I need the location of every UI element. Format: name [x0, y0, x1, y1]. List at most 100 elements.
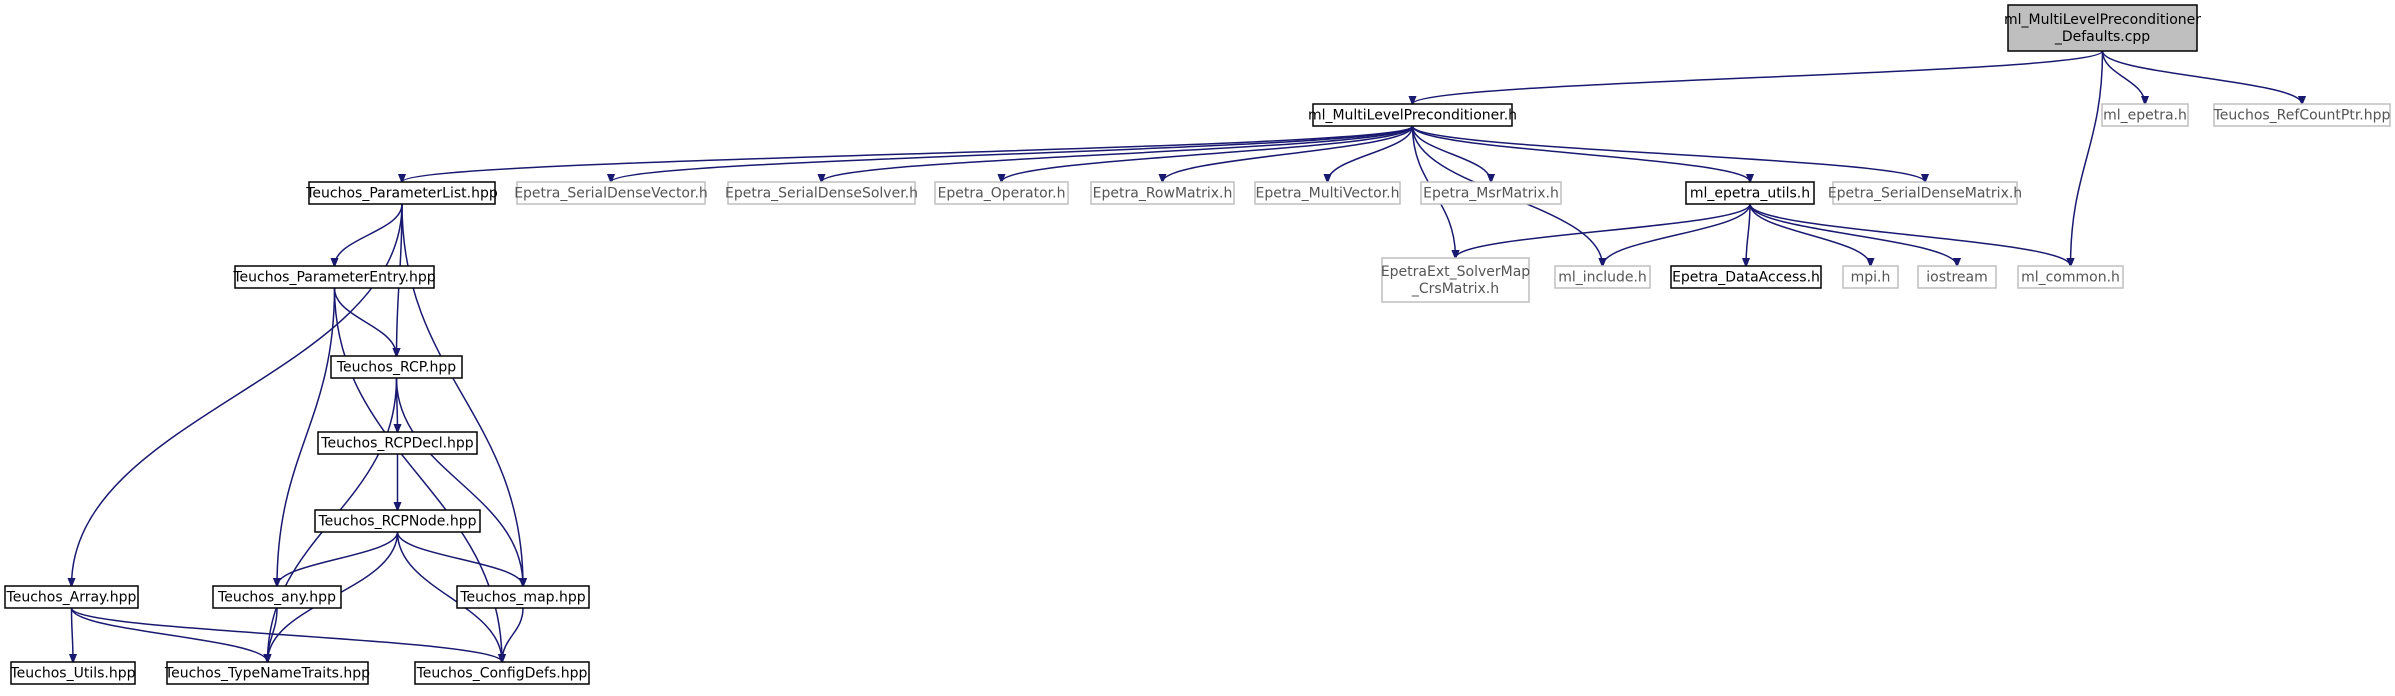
node-rowmatrix[interactable]: Epetra_RowMatrix.h [1090, 181, 1235, 205]
edge-mlp_h-to-paramlist [402, 125, 1414, 182]
node-mpi[interactable]: mpi.h [1842, 265, 1899, 289]
node-sdsolver[interactable]: Epetra_SerialDenseSolver.h [725, 181, 918, 205]
edge-root-to-ml_common [2071, 50, 2104, 266]
node-box [1312, 103, 1513, 127]
node-box [1554, 265, 1651, 289]
edge-epetra_utils-to-mpi [1749, 203, 1871, 266]
node-label: Epetra_SerialDenseSolver.h [725, 186, 918, 202]
node-configdefs[interactable]: Teuchos_ConfigDefs.hpp [414, 661, 590, 685]
node-label: EpetraExt_SolverMap [1381, 264, 1530, 280]
edge-root-to-ml_epetra_h [2101, 50, 2146, 104]
node-box [4, 585, 139, 609]
node-label: Teuchos_RefCountPtr.hpp [2213, 108, 2391, 124]
node-label: Epetra_Operator.h [938, 186, 1066, 202]
node-rcpdecl[interactable]: Teuchos_RCPDecl.hpp [317, 431, 478, 455]
node-label: Teuchos_RCPDecl.hpp [320, 436, 474, 452]
edge-rcp-to-map [395, 377, 524, 586]
node-box [2017, 265, 2124, 289]
node-dataaccess[interactable]: Epetra_DataAccess.h [1670, 265, 1822, 289]
edge-map-to-configdefs [502, 607, 524, 662]
node-label: ml_MultiLevelPreconditioner [2004, 12, 2201, 28]
node-label: Teuchos_RCP.hpp [336, 360, 456, 376]
node-box [330, 355, 463, 379]
node-box [234, 265, 435, 289]
node-box [1420, 181, 1562, 205]
node-solvermap[interactable]: EpetraExt_SolverMap_CrsMatrix.h [1381, 257, 1530, 303]
node-label: Teuchos_ParameterList.hpp [305, 186, 498, 202]
node-label: Teuchos_ConfigDefs.hpp [416, 666, 588, 682]
node-map[interactable]: Teuchos_map.hpp [456, 585, 590, 609]
node-any[interactable]: Teuchos_any.hpp [212, 585, 342, 609]
node-utils[interactable]: Teuchos_Utils.hpp [10, 661, 136, 685]
node-label: Teuchos_RCPNode.hpp [318, 514, 477, 530]
node-ml_include[interactable]: ml_include.h [1554, 265, 1651, 289]
node-label: Teuchos_map.hpp [459, 590, 585, 606]
node-epetra_utils[interactable]: ml_epetra_utils.h [1685, 181, 1815, 205]
node-label: _Defaults.cpp [2054, 29, 2150, 45]
edge-any-to-typenametraits [268, 607, 278, 662]
node-label: ml_include.h [1558, 270, 1647, 286]
edge-paramentry-to-any [277, 287, 336, 586]
node-box [2101, 103, 2189, 127]
node-box [516, 181, 706, 205]
node-label: Teuchos_any.hpp [217, 590, 336, 606]
node-box [2213, 103, 2391, 127]
node-box [1254, 181, 1401, 205]
node-msrmatrix[interactable]: Epetra_MsrMatrix.h [1420, 181, 1562, 205]
node-mlp_h[interactable]: ml_MultiLevelPreconditioner.h [1308, 103, 1517, 127]
edge-root-to-mlp_h [1413, 50, 2104, 104]
node-label: Epetra_MsrMatrix.h [1423, 186, 1559, 202]
edge-epetra_utils-to-ml_common [1749, 203, 2071, 266]
node-label: ml_MultiLevelPreconditioner.h [1308, 108, 1517, 124]
edge-mlp_h-to-multivector [1328, 125, 1414, 182]
node-label: Epetra_RowMatrix.h [1093, 186, 1233, 202]
edge-array-to-configdefs [70, 607, 503, 662]
node-multivector[interactable]: Epetra_MultiVector.h [1254, 181, 1401, 205]
node-box [1917, 265, 1997, 289]
node-label: Teuchos_Array.hpp [6, 590, 137, 606]
node-box [166, 661, 369, 685]
edge-mlp_h-to-msrmatrix [1411, 125, 1492, 182]
edge-mlp_h-to-operator [1002, 125, 1414, 182]
node-label: ml_common.h [2021, 270, 2120, 286]
node-ml_epetra_h[interactable]: ml_epetra.h [2101, 103, 2189, 127]
node-box [727, 181, 916, 205]
node-label: _CrsMatrix.h [1411, 281, 1499, 297]
node-iostream[interactable]: iostream [1917, 265, 1997, 289]
node-operator[interactable]: Epetra_Operator.h [934, 181, 1069, 205]
node-rcpnode[interactable]: Teuchos_RCPNode.hpp [314, 509, 481, 533]
node-box [1090, 181, 1235, 205]
edge-mlp_h-to-sdvector [611, 125, 1414, 182]
node-box [308, 181, 496, 205]
node-rcp[interactable]: Teuchos_RCP.hpp [330, 355, 463, 379]
node-label: Epetra_SerialDenseMatrix.h [1828, 186, 2022, 202]
edge-array-to-typenametraits [70, 607, 268, 662]
edge-rcpnode-to-configdefs [396, 531, 503, 662]
node-sdmatrix[interactable]: Epetra_SerialDenseMatrix.h [1828, 181, 2022, 205]
node-array[interactable]: Teuchos_Array.hpp [4, 585, 139, 609]
node-label: ml_epetra.h [2103, 108, 2187, 124]
node-root[interactable]: ml_MultiLevelPreconditioner_Defaults.cpp [2004, 4, 2201, 52]
node-typenametraits[interactable]: Teuchos_TypeNameTraits.hpp [164, 661, 370, 685]
edge-epetra_utils-to-dataaccess [1746, 203, 1751, 266]
edge-rcpnode-to-map [396, 531, 524, 586]
node-box [1832, 181, 2018, 205]
edge-rcpnode-to-any [277, 531, 399, 586]
node-paramentry[interactable]: Teuchos_ParameterEntry.hpp [232, 265, 436, 289]
node-paramlist[interactable]: Teuchos_ParameterList.hpp [305, 181, 498, 205]
edge-mlp_h-to-sdmatrix [1411, 125, 1926, 182]
edge-mlp_h-to-sdsolver [822, 125, 1414, 182]
node-box [1670, 265, 1822, 289]
node-box [1381, 257, 1530, 303]
edge-epetra_utils-to-solvermap [1456, 203, 1751, 258]
node-label: Epetra_SerialDenseVector.h [514, 186, 708, 202]
node-label: Epetra_MultiVector.h [1255, 186, 1399, 202]
edge-array-to-utils [72, 607, 74, 662]
node-label: mpi.h [1851, 270, 1891, 286]
node-sdvector[interactable]: Epetra_SerialDenseVector.h [514, 181, 708, 205]
node-box [934, 181, 1069, 205]
node-ml_common[interactable]: ml_common.h [2017, 265, 2124, 289]
edge-epetra_utils-to-ml_include [1603, 203, 1751, 266]
node-refcountptr[interactable]: Teuchos_RefCountPtr.hpp [2213, 103, 2391, 127]
node-box [1685, 181, 1815, 205]
